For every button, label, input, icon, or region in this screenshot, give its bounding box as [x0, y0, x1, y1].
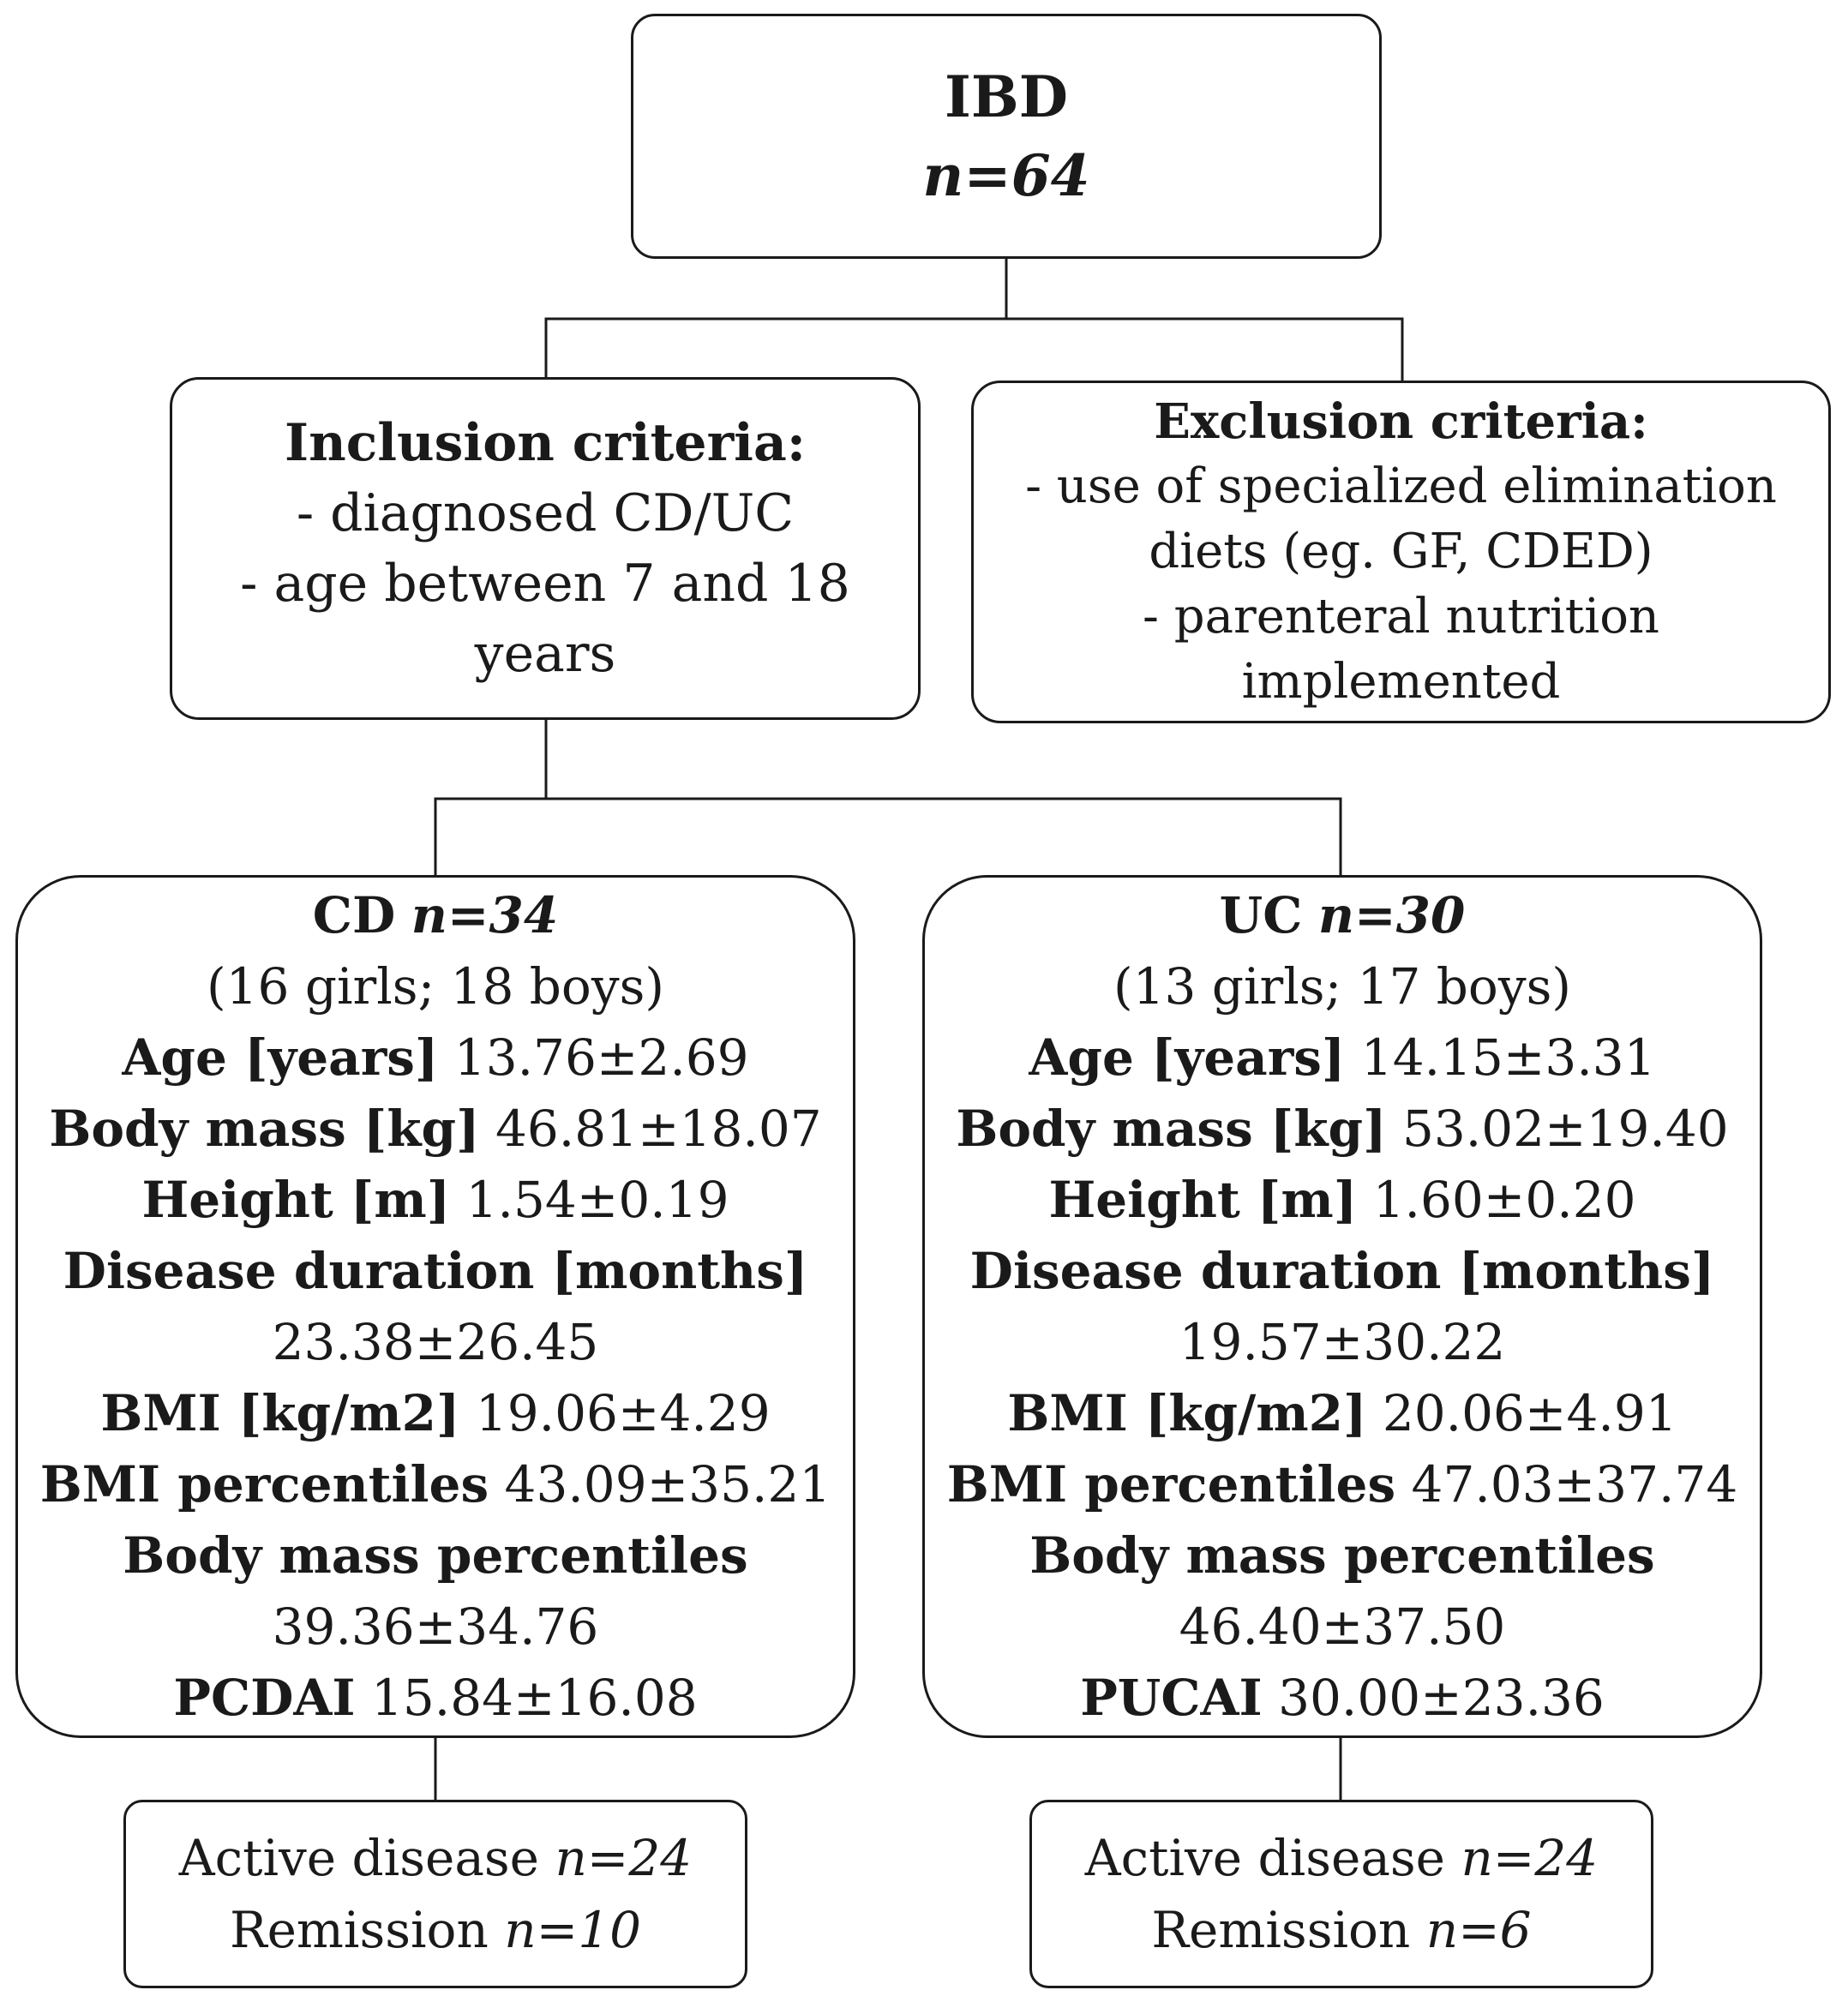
uc-title-line: UC n=30 [1220, 880, 1466, 951]
uc-body-mass: Body mass [kg] 53.02±19.40 [956, 1094, 1728, 1165]
uc-title: UC [1219, 885, 1303, 944]
cd-body-mass: Body mass [kg] 46.81±18.07 [49, 1094, 821, 1165]
cd-height-value: 1.54±0.19 [465, 1170, 729, 1229]
uc-remission-label: Remission [1151, 1901, 1411, 1959]
cd-bmi-percentiles: BMI percentiles 43.09±35.21 [40, 1449, 831, 1520]
cd-bmi-percentiles-value: 43.09±35.21 [504, 1454, 831, 1513]
cd-count: n=34 [411, 885, 559, 944]
inclusion-criteria-box: Inclusion criteria: - diagnosed CD/UC - … [170, 377, 921, 720]
exclusion-item: diets (eg. GF, CDED) [1149, 524, 1653, 579]
cd-title-line: CD n=34 [313, 880, 558, 951]
cd-remission-label: Remission [229, 1901, 489, 1959]
uc-bmi-label: BMI [kg/m2] [1007, 1383, 1367, 1442]
cd-age: Age [years] 13.76±2.69 [122, 1022, 748, 1094]
cd-body-mass-label: Body mass [kg] [49, 1099, 480, 1158]
uc-age-label: Age [years] [1029, 1028, 1346, 1087]
cd-bmi-value: 19.06±4.29 [475, 1383, 771, 1442]
uc-body-mass-value: 53.02±19.40 [1401, 1099, 1729, 1158]
cd-remission: Remission n=10 [230, 1894, 641, 1966]
uc-age-value: 14.15±3.31 [1360, 1028, 1656, 1087]
uc-bmi-percentiles-value: 47.03±37.74 [1411, 1454, 1738, 1513]
uc-remission: Remission n=6 [1151, 1894, 1531, 1966]
root-title: IBD [945, 63, 1068, 130]
exclusion-criteria-box: Exclusion criteria: - use of specialized… [971, 381, 1831, 723]
cd-duration-value: 23.38±26.45 [272, 1312, 599, 1371]
uc-duration-value: 19.57±30.22 [1179, 1312, 1506, 1371]
cd-mass-percentiles-label: Body mass percentiles [123, 1525, 748, 1585]
uc-group-box: UC n=30 (13 girls; 17 boys) Age [years] … [922, 875, 1762, 1738]
uc-remission-count: n=6 [1425, 1901, 1532, 1959]
cd-duration-label: Disease duration [months] [63, 1241, 808, 1300]
inclusion-item: - diagnosed CD/UC [296, 483, 795, 543]
inclusion-item: years [474, 624, 616, 684]
cd-age-label: Age [years] [122, 1028, 439, 1087]
uc-bmi: BMI [kg/m2] 20.06±4.91 [1007, 1378, 1677, 1449]
cd-bmi-percentiles-label: BMI percentiles [39, 1454, 489, 1513]
cd-status-box: Active disease n=24 Remission n=10 [123, 1800, 747, 1988]
uc-count: n=30 [1317, 885, 1466, 944]
exclusion-item: - parenteral nutrition [1143, 589, 1659, 644]
connector-inclusion-to-uc [546, 797, 1342, 875]
cd-height: Height [m] 1.54±0.19 [141, 1165, 729, 1236]
uc-bmi-value: 20.06±4.91 [1382, 1383, 1677, 1442]
uc-status-box: Active disease n=24 Remission n=6 [1029, 1800, 1653, 1988]
cd-height-label: Height [m] [141, 1170, 451, 1229]
ibd-root-box: IBD n=64 [631, 14, 1382, 259]
cd-active-count: n=24 [555, 1829, 693, 1887]
cd-body-mass-value: 46.81±18.07 [495, 1099, 822, 1158]
cd-title: CD [312, 885, 396, 944]
uc-height-label: Height [m] [1048, 1170, 1358, 1229]
uc-active-label: Active disease [1084, 1829, 1445, 1887]
cd-remission-count: n=10 [504, 1901, 642, 1959]
uc-pucai: PUCAI 30.00±23.36 [1080, 1663, 1605, 1734]
exclusion-item: - use of specialized elimination [1025, 459, 1777, 514]
uc-bmi-percentiles: BMI percentiles 47.03±37.74 [947, 1449, 1737, 1520]
uc-height-value: 1.60±0.20 [1372, 1170, 1636, 1229]
exclusion-heading: Exclusion criteria: [1154, 393, 1648, 450]
connector-inclusion-to-groups [434, 720, 548, 875]
cd-group-box: CD n=34 (16 girls; 18 boys) Age [years] … [15, 875, 855, 1738]
exclusion-item: implemented [1241, 654, 1561, 710]
uc-pucai-label: PUCAI [1080, 1668, 1263, 1727]
uc-duration-label: Disease duration [months] [969, 1241, 1715, 1300]
uc-sex: (13 girls; 17 boys) [1113, 956, 1571, 1016]
uc-body-mass-label: Body mass [kg] [956, 1099, 1387, 1158]
uc-mass-percentiles-value: 46.40±37.50 [1179, 1597, 1506, 1656]
cd-pcdai-label: PCDAI [173, 1668, 356, 1727]
inclusion-item: - age between 7 and 18 [240, 554, 850, 614]
uc-mass-percentiles-label: Body mass percentiles [1029, 1525, 1655, 1585]
uc-bmi-percentiles-label: BMI percentiles [946, 1454, 1396, 1513]
uc-active-count: n=24 [1461, 1829, 1599, 1887]
cd-age-value: 13.76±2.69 [453, 1028, 749, 1087]
uc-age: Age [years] 14.15±3.31 [1029, 1022, 1655, 1094]
cd-active-label: Active disease [178, 1829, 539, 1887]
uc-height: Height [m] 1.60±0.20 [1048, 1165, 1635, 1236]
uc-active-disease: Active disease n=24 [1085, 1822, 1598, 1894]
connector-root-to-criteria [544, 259, 1008, 377]
cd-sex: (16 girls; 18 boys) [206, 956, 664, 1016]
cd-bmi-label: BMI [kg/m2] [100, 1383, 460, 1442]
uc-pucai-value: 30.00±23.36 [1278, 1668, 1605, 1727]
connector-root-to-exclusion [1006, 317, 1404, 381]
cd-bmi: BMI [kg/m2] 19.06±4.29 [100, 1378, 770, 1449]
cd-pcdai: PCDAI 15.84±16.08 [173, 1663, 697, 1734]
cd-pcdai-value: 15.84±16.08 [370, 1668, 698, 1727]
cd-active-disease: Active disease n=24 [179, 1822, 692, 1894]
inclusion-heading: Inclusion criteria: [285, 413, 806, 473]
cd-mass-percentiles-value: 39.36±34.76 [272, 1597, 599, 1656]
root-count: n=64 [922, 142, 1090, 209]
